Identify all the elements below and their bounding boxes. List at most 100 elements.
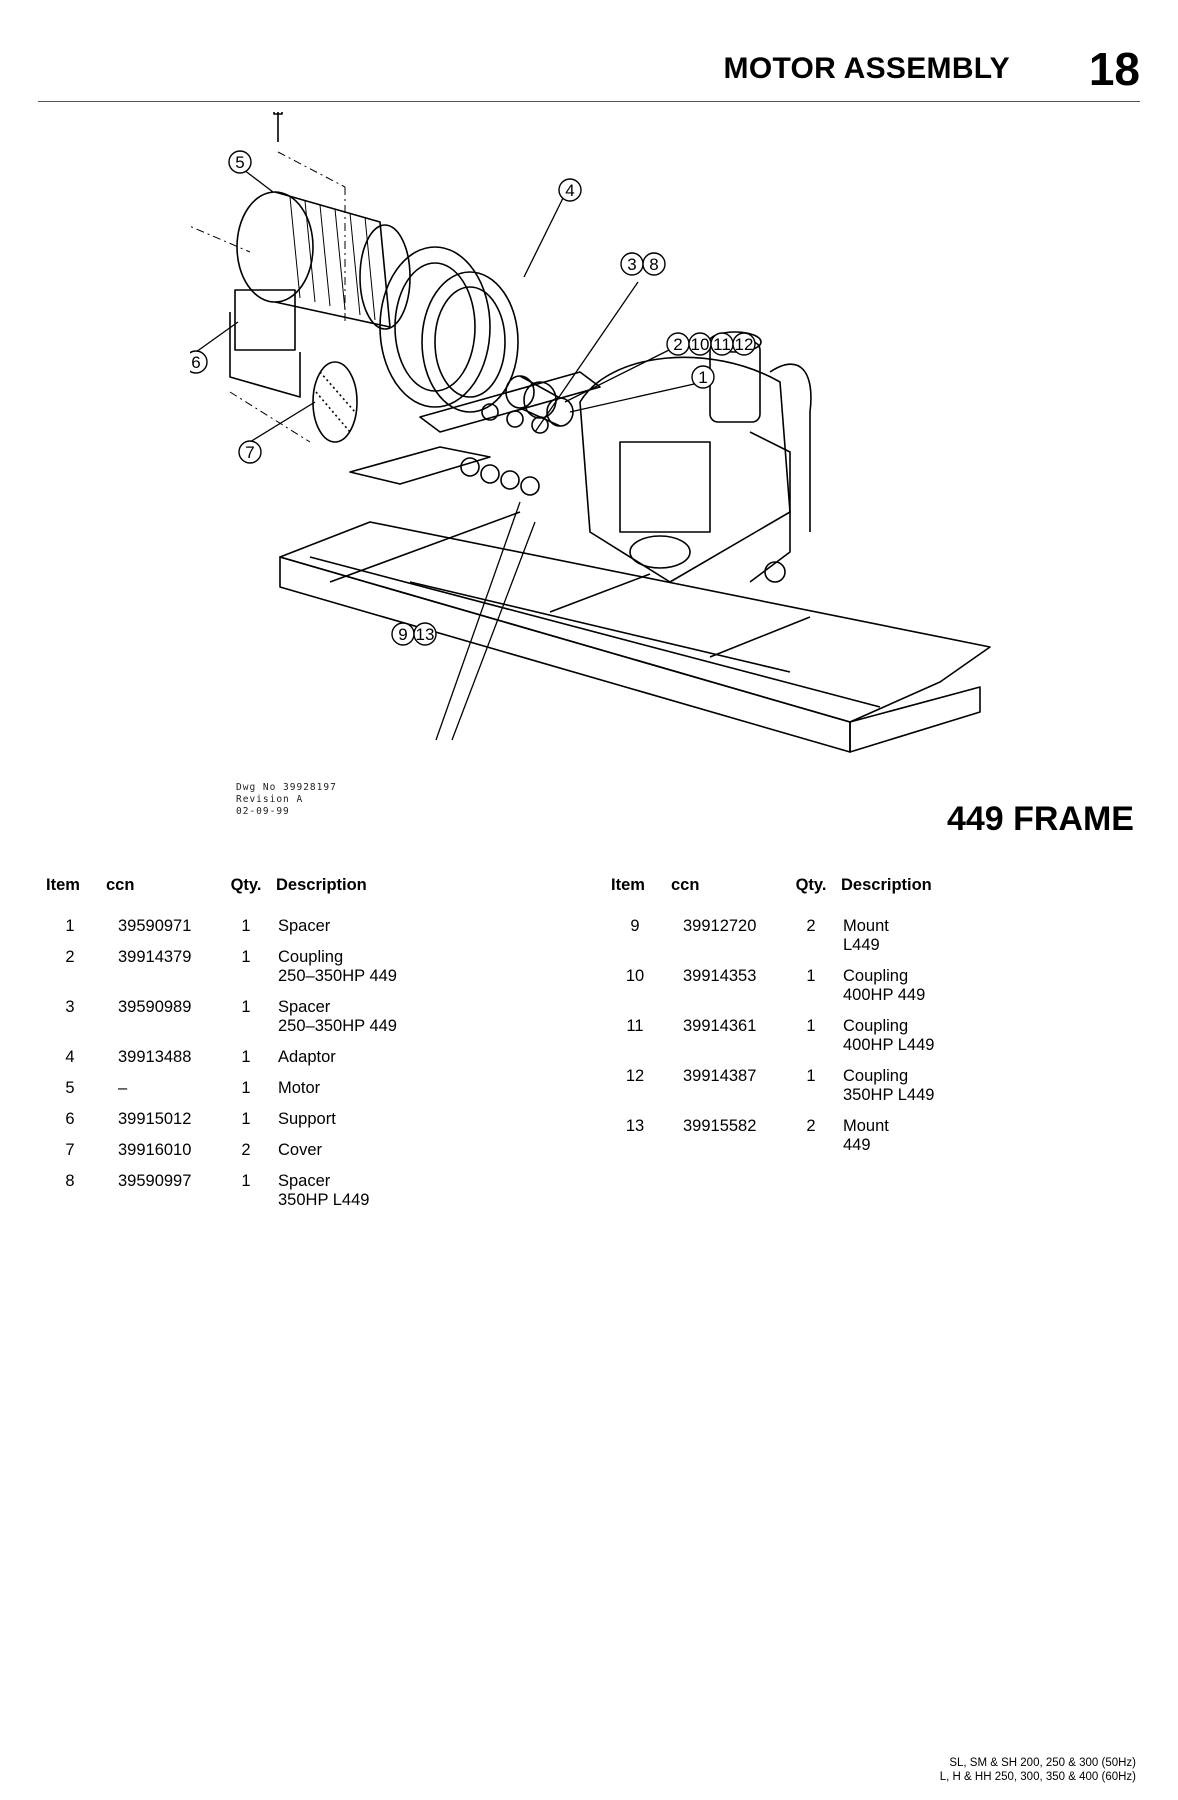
header-item: Item — [46, 876, 80, 894]
part-item-number: 7 — [65, 1141, 75, 1159]
part-ccn: 39590997 — [118, 1172, 192, 1190]
part-item-number: 4 — [65, 1048, 75, 1066]
part-ccn: 39914387 — [683, 1067, 757, 1085]
dwg-note-line: Revision A — [236, 794, 304, 805]
coupling — [505, 375, 574, 427]
header-ccn: ccn — [671, 876, 700, 894]
part-ccn: 39914379 — [118, 948, 192, 966]
header-qty: Qty. — [795, 876, 827, 894]
page-number: 18 — [1088, 43, 1140, 95]
motor-cover — [312, 361, 358, 443]
svg-text:8: 8 — [649, 255, 658, 274]
part-ccn: – — [118, 1079, 128, 1097]
drawing-number-note: Dwg No 39928197 Revision A 02-09-99 — [236, 782, 337, 818]
callout-8: 8 — [642, 252, 666, 276]
part-description: Adaptor — [278, 1048, 336, 1066]
part-quantity: 1 — [241, 948, 251, 966]
part-quantity: 1 — [241, 1110, 251, 1128]
leader-lines — [195, 166, 704, 741]
part-ccn: 39913488 — [118, 1048, 192, 1066]
parts-table-header: Item ccn Qty. Description — [611, 876, 1031, 895]
header-item: Item — [611, 876, 645, 894]
page-footer: SL, SM & SH 200, 250 & 300 (50Hz) L, H &… — [940, 1756, 1136, 1784]
header-description: Description — [276, 876, 367, 894]
frame-label: 449 FRAME — [946, 800, 1134, 838]
callout-2: 2 — [666, 332, 690, 356]
part-quantity: 1 — [241, 917, 251, 935]
svg-text:1: 1 — [698, 368, 707, 387]
part-description: Coupling 400HP L449 — [843, 1017, 935, 1054]
parts-table-header: Item ccn Qty. Description — [46, 876, 466, 895]
skid-frame — [279, 511, 991, 753]
part-description: Cover — [278, 1141, 323, 1159]
page-title: MOTOR ASSEMBLY — [723, 52, 1010, 85]
mount-rail — [349, 371, 601, 496]
callout-5: 5 — [228, 150, 252, 174]
svg-text:11: 11 — [713, 335, 731, 354]
part-item-number: 6 — [65, 1110, 75, 1128]
dwg-note-line: 02-09-99 — [236, 806, 290, 817]
adaptor — [379, 246, 519, 413]
header-description: Description — [841, 876, 932, 894]
part-quantity: 1 — [241, 998, 251, 1016]
motor — [229, 191, 411, 398]
svg-text:7: 7 — [245, 443, 254, 462]
part-ccn: 39590989 — [118, 998, 192, 1016]
callout-12: 12 — [732, 332, 756, 356]
part-ccn: 39916010 — [118, 1141, 192, 1159]
part-ccn: 39915582 — [683, 1117, 757, 1135]
part-description: Spacer 250–350HP 449 — [278, 998, 397, 1035]
bolts — [273, 112, 283, 142]
part-quantity: 2 — [241, 1141, 251, 1159]
table-row: 7 39916010 2 Cover — [46, 1141, 466, 1160]
part-quantity: 1 — [241, 1079, 251, 1097]
svg-text:2: 2 — [673, 335, 682, 354]
part-item-number: 8 — [65, 1172, 75, 1190]
footer-models-60hz: L, H & HH 250, 300, 350 & 400 (60Hz) — [939, 1771, 1136, 1783]
header-divider — [38, 101, 1140, 102]
part-quantity: 1 — [241, 1048, 251, 1066]
part-item-number: 10 — [625, 967, 645, 985]
part-ccn: 39915012 — [118, 1110, 192, 1128]
svg-text:12: 12 — [735, 335, 754, 354]
part-quantity: 2 — [806, 917, 816, 935]
part-ccn: 39914361 — [683, 1017, 757, 1035]
part-description: Spacer 350HP L449 — [278, 1172, 370, 1209]
part-quantity: 2 — [806, 1117, 816, 1135]
part-quantity: 1 — [241, 1172, 251, 1190]
table-row: 4 39913488 1 Adaptor — [46, 1048, 466, 1067]
part-quantity: 1 — [806, 1017, 816, 1035]
dwg-note-line: Dwg No 39928197 — [236, 782, 337, 793]
part-description: Support — [278, 1110, 336, 1128]
part-ccn: 39590971 — [118, 917, 192, 935]
svg-text:5: 5 — [235, 153, 244, 172]
callout-6: 6 — [190, 350, 208, 374]
svg-text:9: 9 — [398, 625, 407, 644]
part-ccn: 39914353 — [683, 967, 757, 985]
svg-text:3: 3 — [627, 255, 636, 274]
svg-text:6: 6 — [191, 353, 200, 372]
motor-assembly-drawing: 5 4 3 8 2 10 11 12 — [190, 112, 991, 753]
header-qty: Qty. — [230, 876, 262, 894]
part-item-number: 12 — [625, 1067, 645, 1085]
callout-7: 7 — [238, 440, 262, 464]
part-quantity: 1 — [806, 967, 816, 985]
svg-text:10: 10 — [691, 335, 710, 354]
part-item-number: 9 — [630, 917, 640, 935]
alignment-lines — [190, 151, 346, 443]
table-row: 6 39915012 1 Support — [46, 1110, 466, 1129]
svg-text:13: 13 — [416, 625, 435, 644]
part-description: Spacer — [278, 917, 331, 935]
callout-3: 3 — [620, 252, 644, 276]
part-ccn: 39912720 — [683, 917, 757, 935]
